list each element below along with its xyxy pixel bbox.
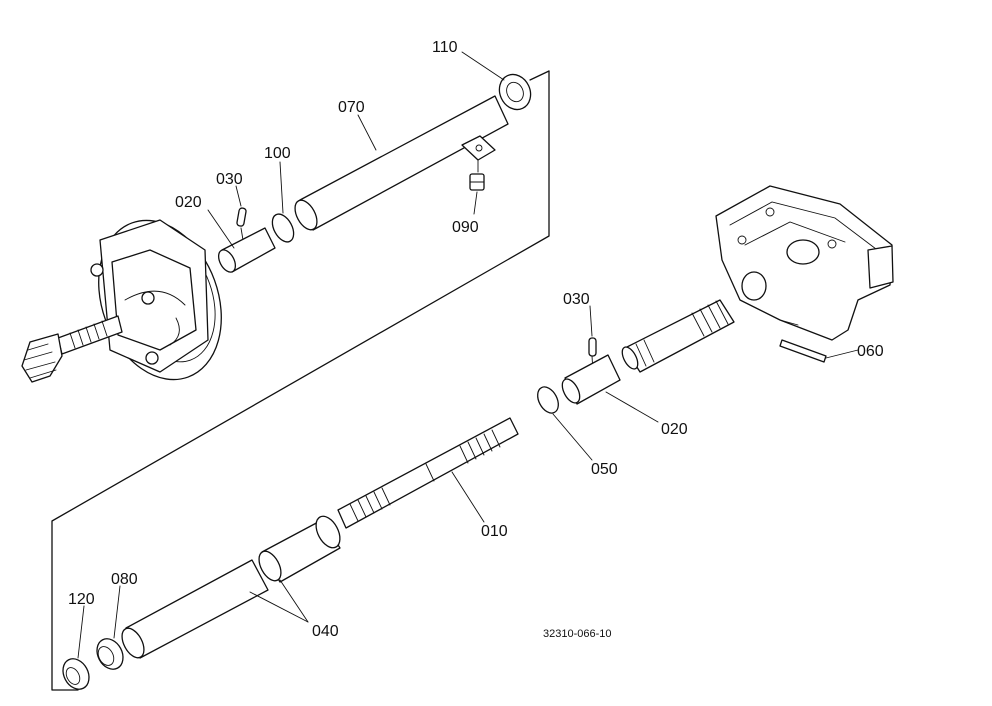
catalog-code: 32310-066-10 [543, 628, 612, 640]
splined-shaft-right [621, 299, 735, 373]
coupling-020-lower [561, 354, 621, 405]
label-060: 060 [857, 343, 884, 360]
label-080: 080 [111, 571, 138, 588]
shaft-010 [337, 417, 519, 529]
label-010: 010 [481, 523, 508, 540]
pin-060 [779, 339, 827, 363]
label-020-lower: 020 [661, 421, 688, 438]
label-030-upper: 030 [216, 171, 243, 188]
part-labels: 110 070 100 030 020 090 030 060 020 050 … [68, 39, 884, 640]
label-090: 090 [452, 219, 479, 236]
label-040: 040 [312, 623, 339, 640]
oring-050 [537, 386, 559, 414]
pin-030-upper [236, 207, 247, 241]
label-100: 100 [264, 145, 291, 162]
label-070: 070 [338, 99, 365, 116]
tube-070 [294, 95, 509, 231]
oring-100 [271, 213, 295, 243]
label-120: 120 [68, 591, 95, 608]
bolt-090 [469, 159, 485, 191]
label-020-upper: 020 [175, 194, 202, 211]
label-110: 110 [432, 39, 458, 56]
seal-120 [62, 658, 90, 690]
label-050: 050 [591, 461, 618, 478]
leader-lines [77, 51, 859, 659]
assembly-frame [51, 70, 550, 691]
label-030-lower: 030 [563, 291, 590, 308]
bearing-080 [96, 638, 124, 670]
tube-040 [121, 515, 341, 659]
right-housing [715, 185, 894, 341]
bearing-110 [498, 73, 532, 111]
left-housing [21, 219, 222, 383]
coupling-020-upper [217, 227, 276, 273]
